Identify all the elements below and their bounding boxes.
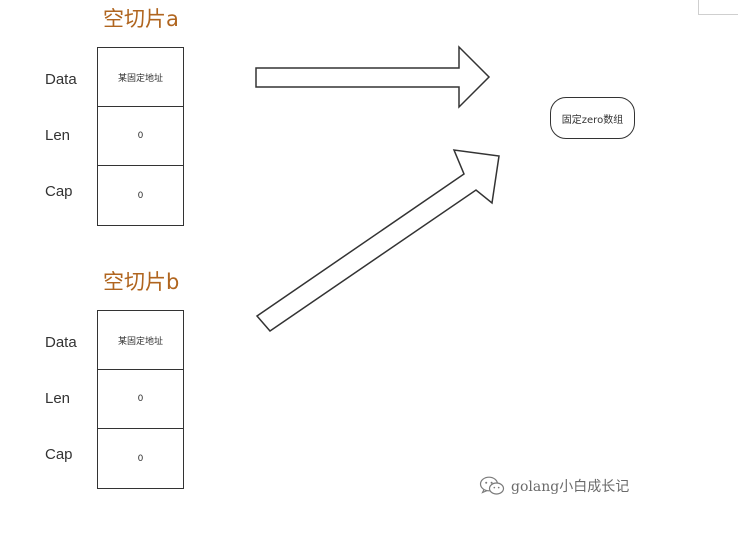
- watermark-text: golang小白成长记: [511, 479, 630, 495]
- slice-a-data-value: 某固定地址: [117, 73, 163, 84]
- zero-array-label: 固定zero数组: [561, 114, 624, 126]
- slice-b-len-value: 0: [137, 394, 144, 404]
- slice-b-cap-cell: 0: [98, 429, 183, 488]
- slice-a-struct: 某固定地址 0 0: [97, 47, 184, 226]
- slice-a-cap-label: Cap: [45, 183, 73, 200]
- slice-b-data-value: 某固定地址: [117, 336, 163, 347]
- slice-b-data-cell: 某固定地址: [98, 311, 183, 370]
- slice-a-len-cell: 0: [98, 107, 183, 166]
- arrow-a-to-target: [255, 45, 491, 109]
- slice-b-title: 空切片b: [103, 270, 180, 294]
- zero-array-node: 固定zero数组: [550, 97, 635, 139]
- corner-mark: [698, 0, 738, 15]
- slice-a-title: 空切片a: [103, 7, 179, 31]
- slice-b-data-label: Data: [45, 334, 77, 351]
- slice-a-len-value: 0: [137, 131, 144, 141]
- slice-b-cap-value: 0: [137, 453, 144, 464]
- slice-b-cap-label: Cap: [45, 446, 73, 463]
- slice-b-struct: 某固定地址 0 0: [97, 310, 184, 489]
- slice-a-len-label: Len: [45, 127, 71, 144]
- slice-a-cap-value: 0: [137, 190, 144, 201]
- slice-b-len-label: Len: [45, 390, 71, 407]
- slice-a-cap-cell: 0: [98, 166, 183, 225]
- slice-b-len-cell: 0: [98, 370, 183, 429]
- slice-a-data-cell: 某固定地址: [98, 48, 183, 107]
- slice-a-data-label: Data: [45, 71, 77, 88]
- arrow-b-to-target: [255, 149, 500, 332]
- watermark: golang小白成长记: [479, 476, 629, 496]
- wechat-icon: [479, 476, 505, 495]
